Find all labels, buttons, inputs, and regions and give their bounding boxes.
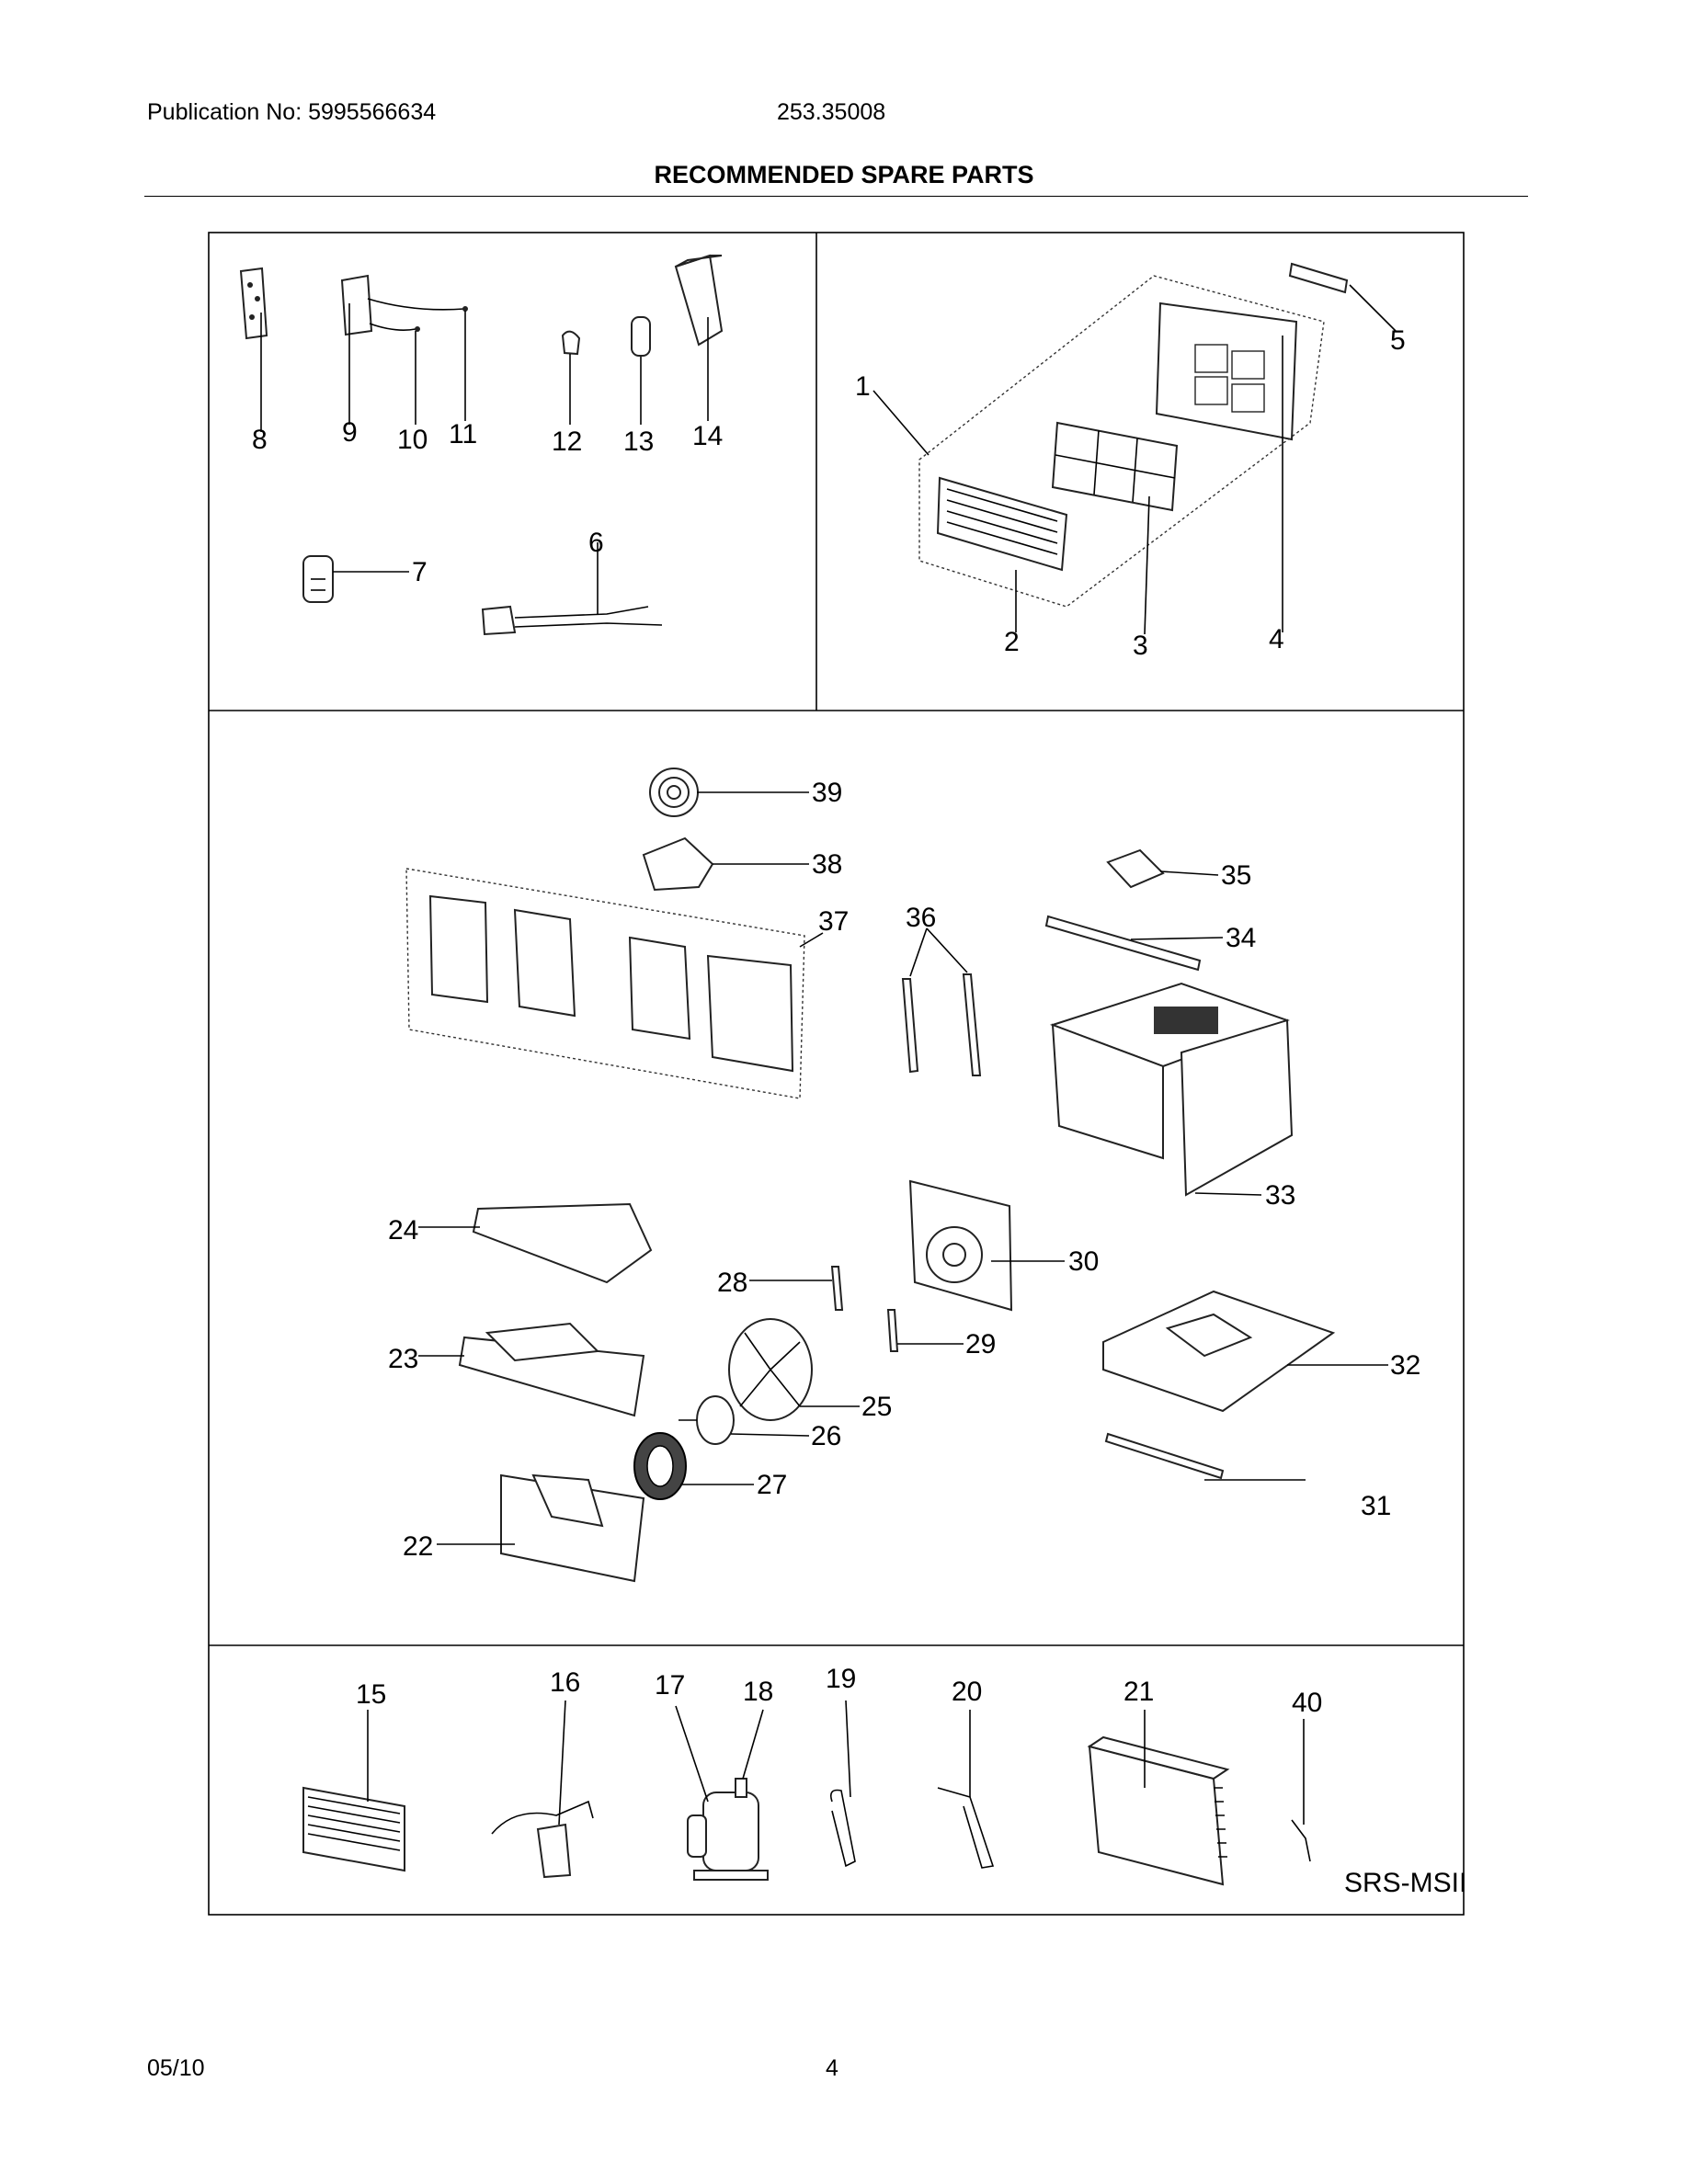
diagram-mark: SRS-MSII <box>1344 1868 1466 1898</box>
part-23-air-duct <box>418 1322 645 1417</box>
callout-18: 18 <box>743 1677 773 1707</box>
part-29-clip <box>886 1309 964 1352</box>
callout-22: 22 <box>403 1531 433 1562</box>
part-30-shroud <box>908 1179 1065 1312</box>
callout-40: 40 <box>1292 1688 1322 1718</box>
part-9-10-11-sensors <box>340 274 468 425</box>
part-24-air-duct-top <box>418 1202 653 1284</box>
model-number: 253.35008 <box>777 99 886 125</box>
part-4-front-frame <box>1155 301 1298 632</box>
part-36-seal-strips <box>901 927 982 1076</box>
publication-number: Publication No: 5995566634 <box>147 99 437 125</box>
part-2-grille <box>936 476 1068 632</box>
part-32-base-pan <box>1102 1290 1388 1413</box>
part-26-fan-motor <box>679 1395 810 1445</box>
callout-31: 31 <box>1361 1491 1391 1521</box>
part-14-control-cover <box>674 254 724 421</box>
callout-32: 32 <box>1390 1350 1420 1381</box>
callout-39: 39 <box>812 778 842 808</box>
callout-labels: 1 2 3 4 5 6 7 8 9 10 11 12 13 14 15 16 1… <box>252 325 1420 1718</box>
part-18-overload <box>735 1709 764 1798</box>
callout-28: 28 <box>717 1268 747 1298</box>
callout-37: 37 <box>818 906 849 937</box>
callout-10: 10 <box>397 425 428 455</box>
part-7-remote <box>302 555 409 603</box>
part-20-tube <box>937 1710 995 1869</box>
callout-1: 1 <box>855 371 871 402</box>
part-35-hardware-kit <box>1106 848 1219 889</box>
callout-26: 26 <box>811 1421 841 1451</box>
callout-16: 16 <box>550 1667 580 1698</box>
part-31-rail <box>1104 1432 1306 1481</box>
part-15-evaporator <box>302 1710 405 1872</box>
callout-17: 17 <box>655 1670 685 1701</box>
part-5-display-board <box>1288 262 1397 332</box>
part-19-tube <box>829 1700 856 1868</box>
callout-13: 13 <box>623 427 654 457</box>
part-8-control-board <box>239 267 268 432</box>
part-16-valve-assembly <box>491 1700 594 1879</box>
callout-27: 27 <box>757 1470 787 1500</box>
part-12-clip <box>561 330 581 425</box>
callout-24: 24 <box>388 1215 418 1246</box>
part-25-fan-blade <box>728 1318 860 1421</box>
callout-34: 34 <box>1226 923 1256 953</box>
footer-date: 05/10 <box>147 2055 205 2081</box>
part-33-cabinet <box>1049 982 1294 1197</box>
callout-9: 9 <box>342 417 358 448</box>
part-27-blower-wheel <box>633 1432 754 1500</box>
callout-7: 7 <box>412 557 428 587</box>
title-divider <box>144 196 1528 197</box>
callout-36: 36 <box>906 903 936 933</box>
callout-11: 11 <box>449 419 477 449</box>
callout-25: 25 <box>861 1392 892 1422</box>
part-34-top-rail <box>1044 915 1224 972</box>
part-37-side-curtain-assembly <box>405 868 824 1099</box>
part-28-clip <box>749 1266 844 1311</box>
part-39-tape <box>649 768 809 817</box>
part-40-sensor <box>1291 1719 1311 1862</box>
part-1-front-panel-assembly <box>873 275 1325 608</box>
callout-19: 19 <box>826 1664 856 1694</box>
callout-8: 8 <box>252 425 268 455</box>
part-22-base-tray <box>437 1473 645 1583</box>
callout-23: 23 <box>388 1344 418 1374</box>
callout-33: 33 <box>1265 1180 1295 1211</box>
callout-20: 20 <box>952 1677 982 1707</box>
callout-35: 35 <box>1221 860 1251 891</box>
callout-2: 2 <box>1004 627 1020 657</box>
callout-30: 30 <box>1068 1246 1099 1277</box>
page-title: RECOMMENDED SPARE PARTS <box>654 161 1034 188</box>
panel-frames <box>208 232 1465 1916</box>
page-number: 4 <box>826 2055 838 2081</box>
part-6-power-cord <box>481 542 663 636</box>
callout-4: 4 <box>1269 624 1284 654</box>
part-3-filter <box>1051 421 1179 635</box>
callout-12: 12 <box>552 427 582 457</box>
part-17-compressor <box>675 1705 769 1881</box>
callout-14: 14 <box>692 421 723 451</box>
callout-29: 29 <box>965 1329 996 1359</box>
part-38-hardware-kit <box>642 836 809 892</box>
callout-38: 38 <box>812 849 842 880</box>
part-21-condenser <box>1087 1710 1230 1886</box>
callout-21: 21 <box>1123 1677 1154 1707</box>
callout-6: 6 <box>588 528 604 558</box>
callout-15: 15 <box>356 1679 386 1710</box>
callout-5: 5 <box>1390 325 1406 356</box>
part-13-capacitor <box>631 316 651 425</box>
callout-3: 3 <box>1133 631 1148 661</box>
